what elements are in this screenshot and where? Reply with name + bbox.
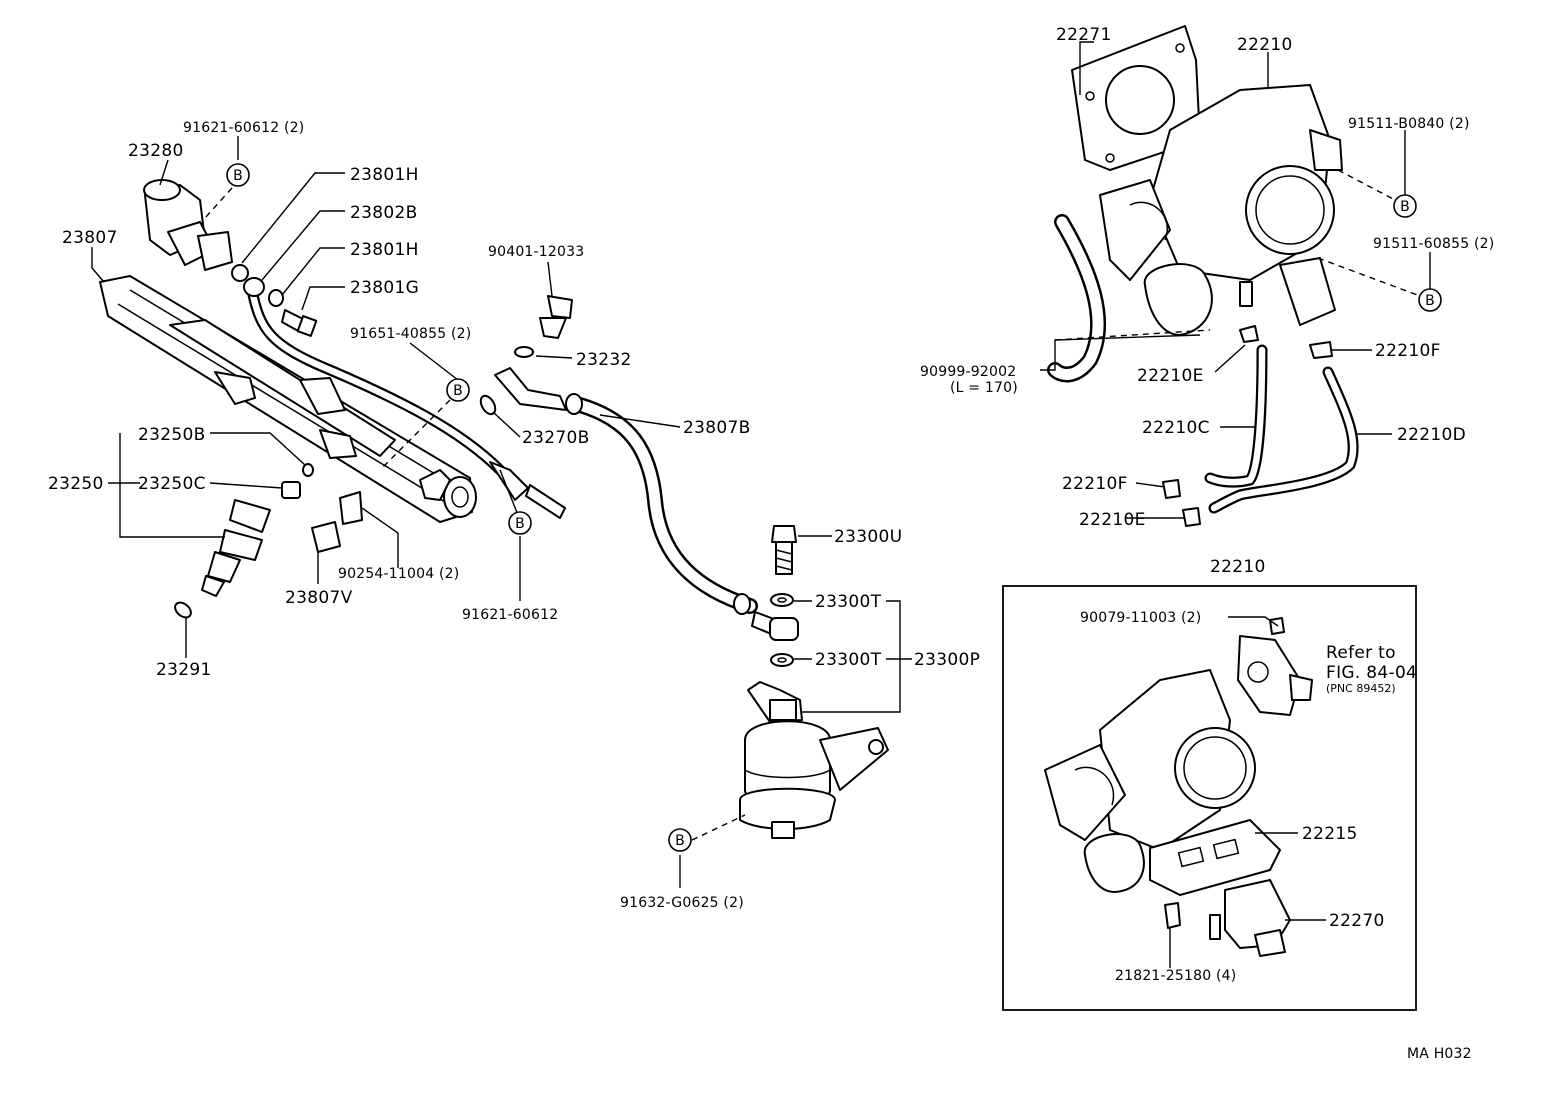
label-23280: 23280 — [128, 141, 184, 161]
label-90079-11003: 90079-11003 (2) — [1080, 610, 1201, 626]
label-23232: 23232 — [576, 350, 632, 370]
bolt-marker-icons: B B B B B B — [226, 163, 1442, 852]
bolt-marker-icon: B — [226, 163, 250, 187]
label-22210-top: 22210 — [1237, 35, 1293, 55]
figure-code: MA H032 — [1407, 1046, 1472, 1062]
pressure-regulator-23300P — [739, 681, 889, 839]
label-90401-12033: 90401-12033 — [488, 244, 584, 260]
union-fitting — [769, 617, 799, 641]
label-23807V: 23807V — [285, 588, 353, 608]
fuel-hose-23807B — [494, 367, 791, 641]
pressure-damper-23280 — [143, 179, 233, 271]
label-23807B: 23807B — [683, 418, 751, 438]
svg-text:B: B — [453, 383, 463, 399]
o-ring-23291 — [174, 601, 192, 619]
label-23250B: 23250B — [138, 425, 206, 445]
label-22210F-b: 22210F — [1062, 474, 1128, 494]
refer-line2: FIG. 84-04 — [1326, 663, 1417, 683]
fuel-hose-23802B — [231, 264, 566, 519]
hose-22210D — [1208, 366, 1359, 514]
label-22210-box: 22210 — [1210, 557, 1266, 577]
label-91621-60612: 91621-60612 — [462, 607, 558, 623]
label-91511-B0840: 91511-B0840 (2) — [1348, 116, 1470, 132]
svg-text:B: B — [233, 168, 243, 184]
hose-22210C — [1204, 344, 1268, 488]
bolt-21821-25180 — [1164, 902, 1181, 929]
label-23801G: 23801G — [350, 278, 419, 298]
label-23807: 23807 — [62, 228, 118, 248]
insulator-23807V — [311, 491, 363, 553]
bolt-marker-icon: B — [1418, 288, 1442, 312]
label-23801H-b: 23801H — [350, 240, 419, 260]
part-labels: 22271 22210 91511-B0840 (2) 91511-60855 … — [48, 25, 1494, 1062]
svg-text:B: B — [515, 516, 525, 532]
refer-line1: Refer to — [1326, 643, 1396, 663]
fuel-injector-23250 — [201, 463, 314, 597]
label-22215: 22215 — [1302, 824, 1358, 844]
leader-lines — [91, 41, 1431, 968]
label-23300U: 23300U — [834, 527, 902, 547]
label-22271: 22271 — [1056, 25, 1112, 45]
label-90999-92002: 90999-92002 — [920, 364, 1016, 380]
label-23291: 23291 — [156, 660, 212, 680]
label-91632-G0625: 91632-G0625 (2) — [620, 895, 744, 911]
bolt-marker-icon: B — [668, 828, 692, 852]
gasket-23270B — [479, 394, 497, 416]
clamps-22210E-22210F — [1162, 325, 1333, 527]
throttle-body-22210-top — [1099, 84, 1343, 336]
throttle-sensor-89452 — [1237, 617, 1313, 716]
label-91511-60855: 91511-60855 (2) — [1373, 236, 1494, 252]
label-23250: 23250 — [48, 474, 104, 494]
svg-text:B: B — [675, 833, 685, 849]
label-22210D: 22210D — [1397, 425, 1466, 445]
svg-text:B: B — [1400, 199, 1410, 215]
label-90254-11004: 90254-11004 (2) — [338, 566, 459, 582]
bolt-marker-icon: B — [508, 511, 532, 535]
label-22210C: 22210C — [1142, 418, 1210, 438]
label-91621-60612-2: 91621-60612 (2) — [183, 120, 304, 136]
bolt-23801G — [281, 309, 318, 337]
label-22210E-a: 22210E — [1137, 366, 1204, 386]
label-22210E-b: 22210E — [1079, 510, 1146, 530]
isc-valve-22270 — [1209, 879, 1291, 957]
bolt-marker-icon: B — [446, 378, 470, 402]
label-21821-25180: 21821-25180 (4) — [1115, 968, 1236, 984]
union-bolt-90401-12033 — [514, 295, 573, 358]
refer-line3: (PNC 89452) — [1326, 682, 1396, 695]
label-91651-40855: 91651-40855 (2) — [350, 326, 471, 342]
fuel-rail-23807 — [99, 275, 477, 523]
svg-text:B: B — [1425, 293, 1435, 309]
label-23300T-b: 23300T — [815, 650, 882, 670]
label-23270B: 23270B — [522, 428, 590, 448]
gasket-23300T-upper — [770, 593, 794, 607]
label-22270: 22270 — [1329, 911, 1385, 931]
label-22210F-a: 22210F — [1375, 341, 1441, 361]
union-bolt-23300U — [771, 525, 797, 575]
label-23802B: 23802B — [350, 203, 418, 223]
label-23300T-a: 23300T — [815, 592, 882, 612]
label-90999-length: (L = 170) — [950, 380, 1018, 396]
bolt-marker-icon: B — [1393, 194, 1417, 218]
label-23300P: 23300P — [914, 650, 980, 670]
gasket-23300T-lower — [770, 653, 794, 667]
hose-90999-92002 — [1047, 214, 1107, 383]
assembly-box-22210 — [1002, 585, 1417, 1011]
label-23801H-a: 23801H — [350, 165, 419, 185]
throttle-body-22210-box — [1044, 669, 1256, 893]
label-23250C: 23250C — [138, 474, 206, 494]
gasket-22215 — [1149, 819, 1281, 896]
